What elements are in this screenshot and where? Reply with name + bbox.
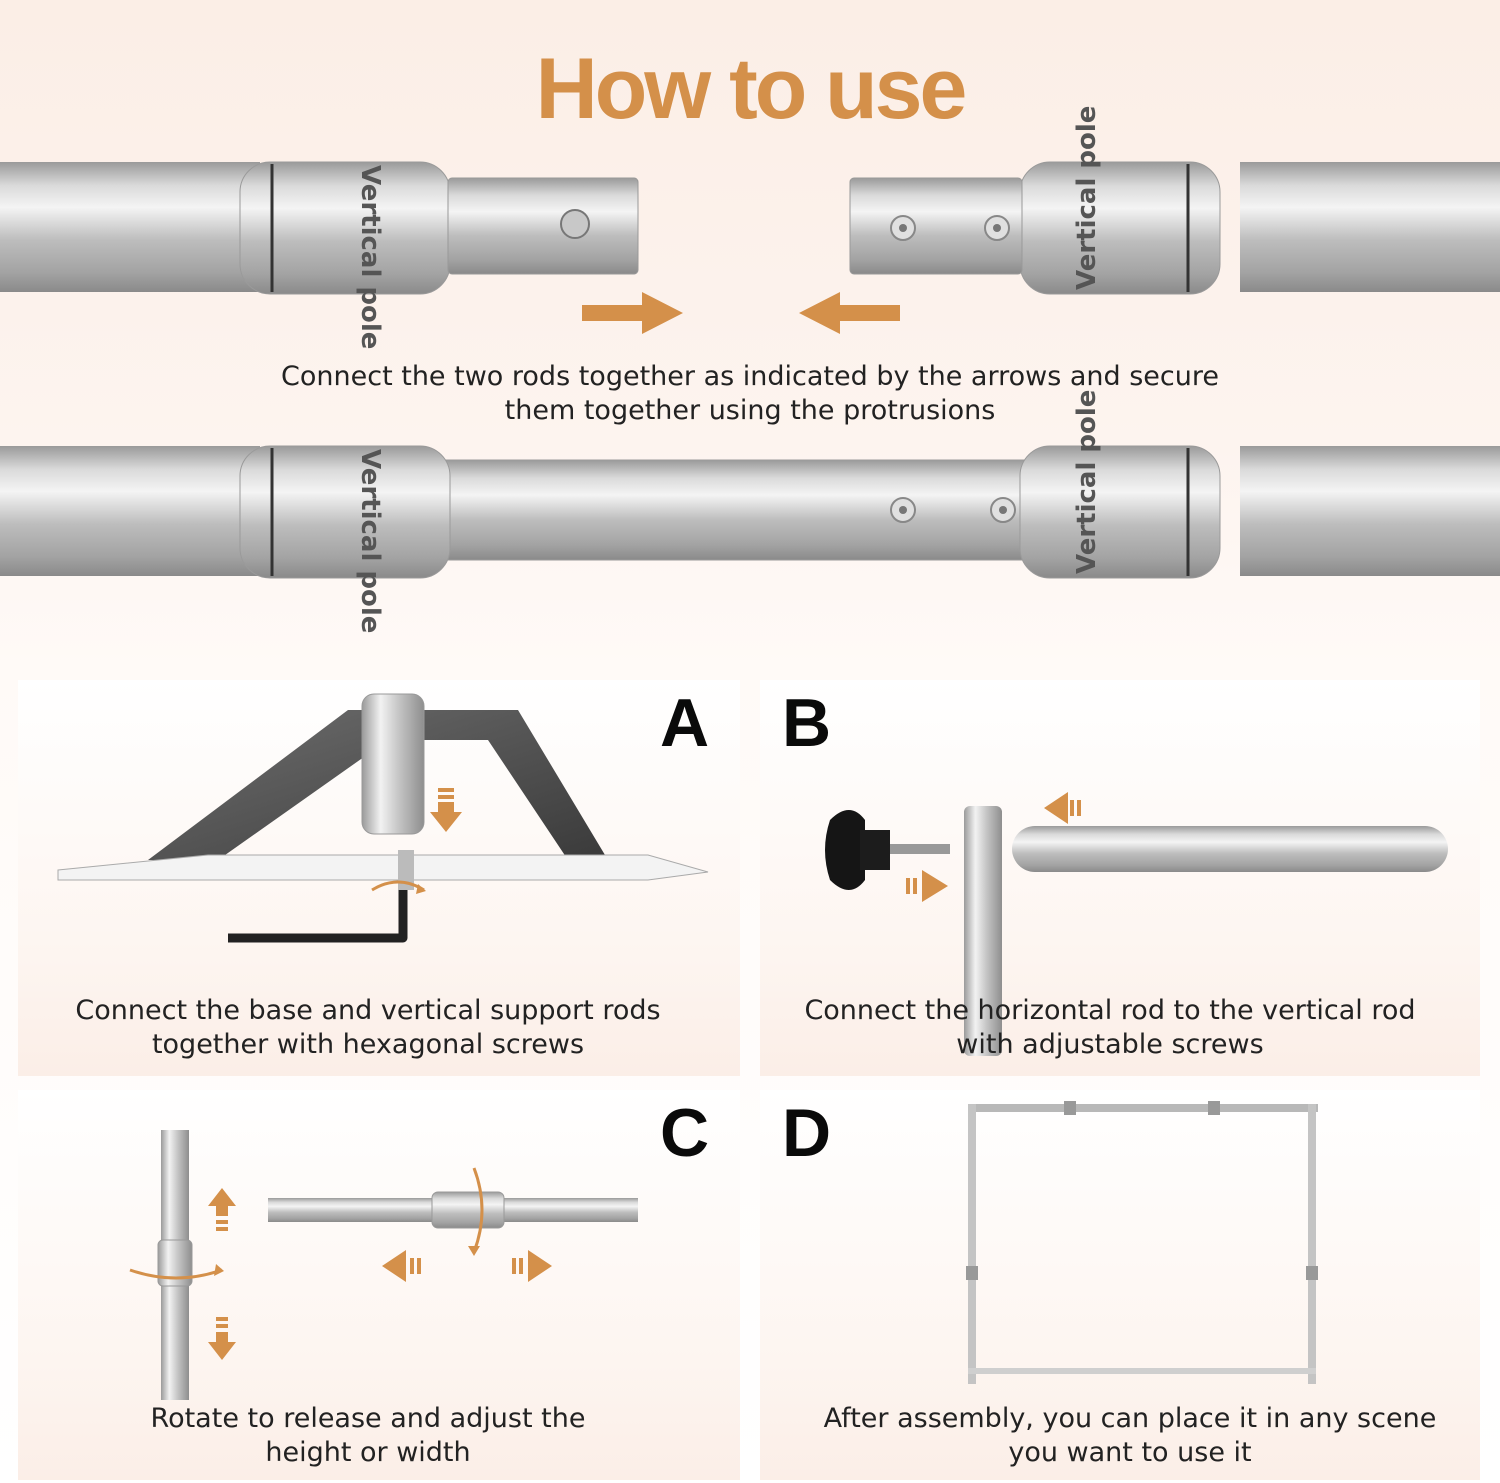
- panel-a-letter: A: [660, 685, 710, 761]
- panel-b-letter: B: [782, 685, 832, 761]
- panel-c-letter: C: [660, 1095, 710, 1171]
- rod-pair-joined: Vertical pole Vertical pole: [0, 390, 1500, 633]
- panel-b-line-1: Connect the horizontal rod to the vertic…: [804, 995, 1416, 1026]
- horizontal-telescopic-rod: [268, 1191, 638, 1229]
- page-title: How to use: [535, 41, 968, 137]
- arrow-down-icon: [430, 788, 462, 832]
- panel-a-line-2: together with hexagonal screws: [151, 1029, 585, 1060]
- panel-b-caption: Connect the horizontal rod to the vertic…: [760, 994, 1460, 1062]
- panel-c-line-1: Rotate to release and adjust the: [150, 1403, 586, 1434]
- base-bracket-illustration: [57, 693, 709, 943]
- arrow-left-icon: [382, 1250, 421, 1282]
- rod-pair-separated: Vertical pole Vertical pole: [0, 106, 1500, 349]
- rod-label: Vertical pole: [1072, 106, 1102, 290]
- panel-c-line-2: height or width: [265, 1437, 471, 1468]
- panel-d-letter: D: [782, 1095, 832, 1171]
- arrow-left-icon: [799, 292, 900, 334]
- rotate-icon: [129, 1264, 224, 1280]
- panel-a: A Connect the base and vertical support …: [18, 680, 740, 1076]
- horizontal-rod: [1012, 826, 1448, 872]
- panel-d-line-1: After assembly, you can place it in any …: [823, 1403, 1437, 1434]
- panel-b-line-2: with adjustable screws: [956, 1029, 1264, 1060]
- rotate-icon: [371, 880, 426, 894]
- panel-b: B Connect the horizontal rod to the vert…: [760, 680, 1480, 1076]
- rotate-icon: [468, 1167, 484, 1256]
- panel-d-line-2: you want to use it: [1008, 1437, 1252, 1468]
- top-caption-line-2: them together using the protrusions: [504, 395, 996, 426]
- arrow-up-icon: [208, 1188, 236, 1231]
- panel-c-caption: Rotate to release and adjust the height …: [18, 1402, 718, 1470]
- panel-d-caption: After assembly, you can place it in any …: [760, 1402, 1480, 1470]
- panel-c: C: [18, 1090, 740, 1480]
- arrow-right-icon: [582, 292, 683, 334]
- panel-a-caption: Connect the base and vertical support ro…: [18, 994, 718, 1062]
- assembled-frame-illustration: [966, 1101, 1318, 1384]
- top-caption-line-1: Connect the two rods together as indicat…: [281, 361, 1219, 392]
- rod-label: Vertical pole: [355, 165, 385, 349]
- panel-a-line-1: Connect the base and vertical support ro…: [75, 995, 661, 1026]
- vertical-rod: [964, 806, 1002, 1056]
- arrow-right-icon: [906, 870, 948, 902]
- arrow-right-icon: [512, 1250, 552, 1282]
- arrow-left-icon: [1044, 792, 1081, 824]
- rod-label: Vertical pole: [355, 449, 385, 633]
- panel-d: D After assembly, you can place it in an…: [760, 1090, 1480, 1480]
- vertical-telescopic-rod: [157, 1130, 193, 1400]
- arrow-down-icon: [208, 1317, 236, 1360]
- knob-screw-illustration: [825, 810, 950, 890]
- rod-label: Vertical pole: [1072, 390, 1102, 574]
- top-caption: Connect the two rods together as indicat…: [0, 360, 1500, 428]
